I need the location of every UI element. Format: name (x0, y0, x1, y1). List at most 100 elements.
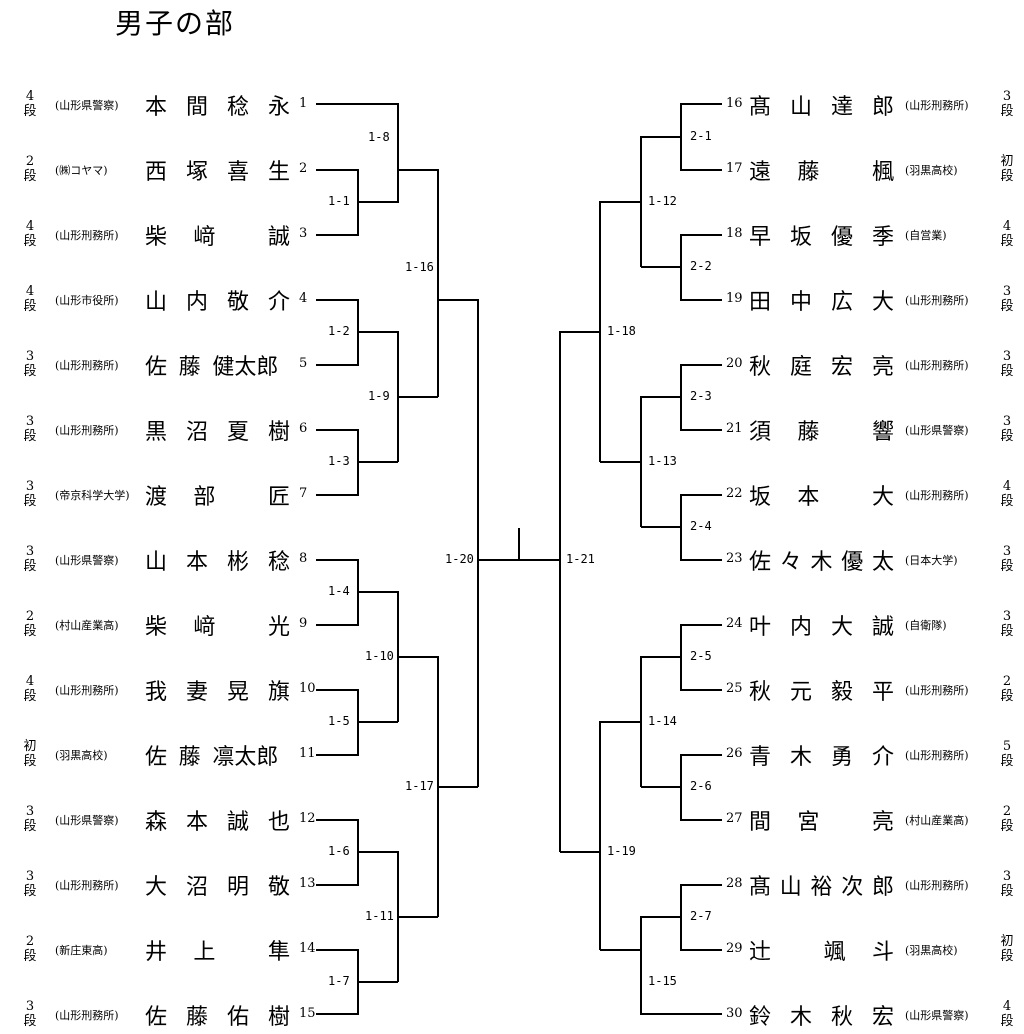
match-label: 1-13 (648, 454, 677, 468)
name-char: 平 (871, 680, 894, 705)
name-char: 西 (145, 160, 168, 185)
bracket-line (398, 656, 439, 917)
player-name: 黒沼夏樹 (145, 414, 290, 446)
rank-label: 初段 (997, 934, 1017, 964)
rank-unit: 段 (1000, 494, 1014, 509)
name-char: 隼 (267, 940, 290, 965)
name-char: 也 (267, 810, 290, 835)
name-char: 山 (779, 875, 802, 900)
name-char: 本 (185, 550, 208, 575)
name-char: 髙 (749, 95, 772, 120)
rank-unit: 段 (23, 234, 37, 249)
name-char: 大 (871, 485, 894, 510)
name-char: 鈴 (749, 1005, 772, 1030)
match-label: 1-12 (648, 194, 677, 208)
seed-number: 7 (299, 486, 308, 501)
rank-number: 4 (25, 674, 35, 689)
seed-number: 25 (726, 681, 743, 696)
rank-unit: 段 (1000, 104, 1014, 119)
seed-number: 21 (726, 421, 743, 436)
name-char: 柴 (145, 225, 168, 250)
name-char: 誠 (871, 615, 894, 640)
affiliation: (㈱コヤマ) (55, 164, 108, 177)
name-char: 中 (789, 290, 812, 315)
seed-number: 23 (726, 551, 743, 566)
rank-number: 2 (25, 934, 35, 949)
player-name: 遠藤楓 (749, 154, 894, 186)
affiliation: (山形刑務所) (905, 879, 969, 892)
affiliation: (山形県警察) (55, 99, 119, 112)
page-title: 男子の部 (115, 7, 236, 40)
name-char: 藤 (178, 745, 201, 770)
name-char: 永 (267, 95, 290, 120)
rank-number: 3 (25, 349, 35, 364)
player-name: 西塚喜生 (145, 154, 290, 186)
rank-unit: 段 (23, 364, 37, 379)
player-name: 山本彬稔 (145, 544, 290, 576)
name-char: 上 (193, 940, 216, 965)
seed-number: 19 (726, 291, 743, 306)
name-char: 裕 (810, 875, 833, 900)
match-label: 2-3 (690, 389, 712, 403)
rank-unit: 段 (23, 884, 37, 899)
name-char: 森 (145, 810, 168, 835)
rank-number: 初 (1000, 934, 1014, 949)
affiliation: (山形刑務所) (905, 294, 969, 307)
rank-unit: 段 (1000, 884, 1014, 899)
name-char: 宏 (871, 1005, 894, 1030)
name-char: 明 (226, 875, 249, 900)
affiliation: (山形刑務所) (55, 229, 119, 242)
seed-number: 29 (726, 941, 743, 956)
rank-number: 5 (1002, 739, 1012, 754)
rank-number: 3 (1002, 89, 1012, 104)
rank-label: 初段 (20, 739, 40, 769)
affiliation: (山形刑務所) (55, 684, 119, 697)
match-label: 1-17 (405, 779, 434, 793)
name-char: 藤 (185, 1005, 208, 1030)
rank-unit: 段 (1000, 559, 1014, 574)
name-char: 本 (185, 810, 208, 835)
match-label: 1-3 (328, 454, 350, 468)
name-char: 介 (267, 290, 290, 315)
name-char: 大 (145, 875, 168, 900)
name-char: 木 (789, 745, 812, 770)
affiliation: (村山産業高) (905, 814, 969, 827)
rank-number: 3 (25, 544, 35, 559)
name-char: 間 (749, 810, 772, 835)
name-char: 凛太郎 (212, 745, 279, 770)
rank-number: 3 (1002, 609, 1012, 624)
name-char: 秋 (749, 355, 772, 380)
seed-number: 6 (299, 421, 308, 436)
seed-number: 27 (726, 811, 743, 826)
name-char: 庭 (789, 355, 812, 380)
match-label: 2-2 (690, 259, 712, 273)
name-char: 介 (871, 745, 894, 770)
seed-number: 1 (299, 96, 308, 111)
name-char: 樹 (267, 420, 290, 445)
seed-number: 16 (726, 96, 743, 111)
name-char: 秋 (830, 1005, 853, 1030)
name-char: 渡 (145, 485, 168, 510)
rank-number: 2 (1002, 804, 1012, 819)
name-char: 内 (185, 290, 208, 315)
player-name: 山内敬介 (145, 284, 290, 316)
name-char: 元 (789, 680, 812, 705)
name-char: 本 (145, 95, 168, 120)
